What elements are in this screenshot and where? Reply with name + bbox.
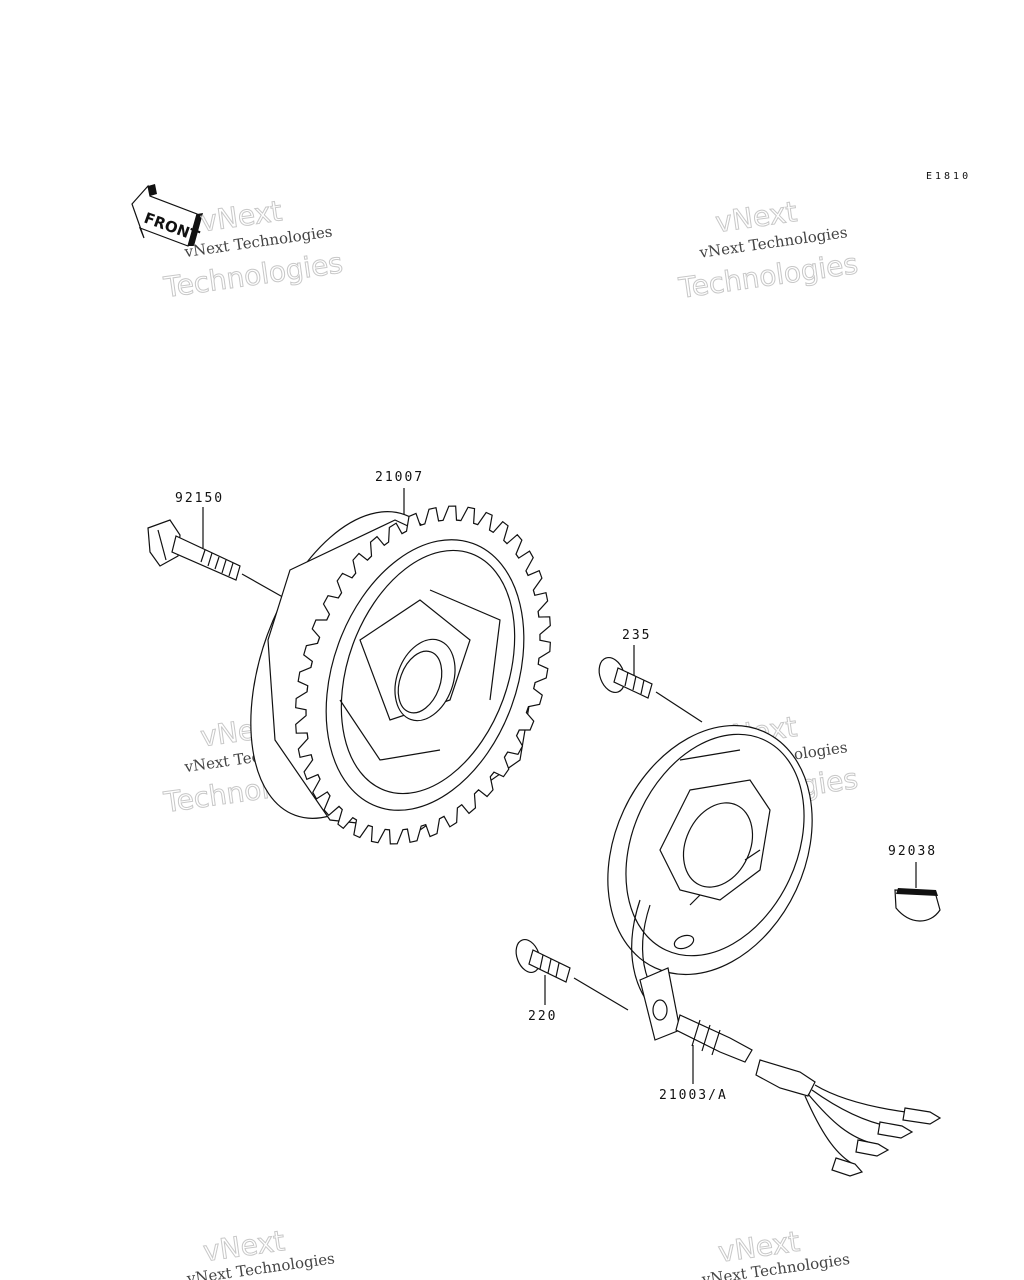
flywheel [250,505,551,845]
woodruff-key [894,888,941,922]
watermark-top-left: vNext vNext Technologies Technologies [161,194,346,305]
stator-screw [598,656,703,723]
part-label-92038: 92038 [888,844,937,859]
part-label-220: 220 [528,1009,557,1024]
watermark-bottom-right: vNext vNext Technologies [700,1224,851,1280]
part-label-92150: 92150 [175,491,224,506]
stator [607,724,942,1177]
diagram-code: E1810 [926,171,971,182]
clamp-screw [515,938,629,1011]
watermark-top-right: vNext vNext Technologies Technologies [676,195,861,306]
part-label-21007: 21007 [375,470,424,485]
flywheel-bolt [147,519,289,601]
part-label-235: 235 [622,628,651,643]
part-label-21003-a: 21003/A [659,1088,728,1103]
front-arrow-icon: FRONT [131,184,203,247]
watermark-bottom-left: vNext vNext Technologies [185,1224,336,1280]
